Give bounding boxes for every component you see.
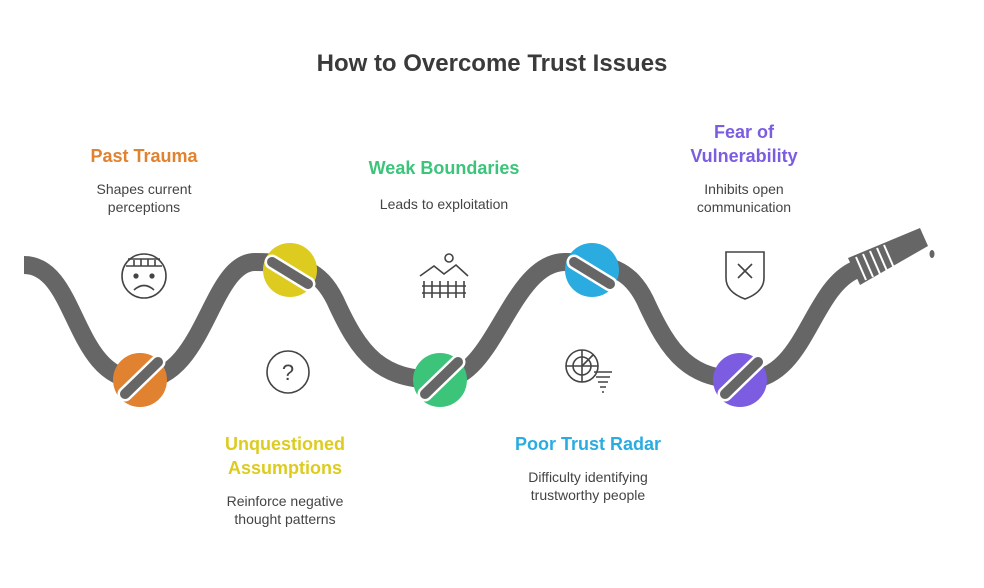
description-line: Shapes current <box>96 181 192 197</box>
heading-line: Past Trauma <box>90 146 198 166</box>
heading-line: Assumptions <box>227 458 342 478</box>
item-heading-unquestioned-assumptions: Unquestioned Assumptions <box>185 432 385 480</box>
item-description-unquestioned-assumptions: Reinforce negative thought patterns <box>185 492 385 528</box>
description-line: communication <box>696 199 792 215</box>
item-heading-weak-boundaries: Weak Boundaries <box>344 156 544 180</box>
heading-line: Fear of <box>713 122 774 142</box>
radar-tornado-icon <box>565 349 612 393</box>
description-line: trustworthy people <box>530 487 646 503</box>
item-heading-poor-trust-radar: Poor Trust Radar <box>488 432 688 456</box>
knot-green <box>413 353 467 407</box>
svg-text:?: ? <box>282 360 294 385</box>
description-line: perceptions <box>107 199 181 215</box>
heading-line: Vulnerability <box>690 146 798 166</box>
knot-purple <box>713 353 767 407</box>
knot-yellow <box>263 243 317 297</box>
description-line: Difficulty identifying <box>528 469 648 485</box>
shield-x-icon <box>725 251 765 300</box>
nozzle-icon <box>848 228 935 285</box>
item-heading-fear-of-vulnerability: Fear of Vulnerability <box>644 120 844 168</box>
item-description-weak-boundaries: Leads to exploitation <box>344 195 544 213</box>
item-heading-past-trauma: Past Trauma <box>44 144 244 168</box>
fence-landscape-icon <box>419 253 469 298</box>
knot-orange <box>113 353 167 407</box>
diagram-title: How to Overcome Trust Issues <box>316 50 668 77</box>
description-line: thought patterns <box>234 511 336 527</box>
heading-line: Unquestioned <box>225 434 345 454</box>
item-description-past-trauma: Shapes current perceptions <box>44 180 244 216</box>
heading-line: Weak Boundaries <box>368 158 520 178</box>
description-line: Inhibits open <box>704 181 784 197</box>
heading-line: Poor Trust Radar <box>514 434 662 454</box>
sad-bandaged-face-icon <box>121 253 167 299</box>
knot-blue <box>565 243 619 297</box>
item-description-fear-of-vulnerability: Inhibits open communication <box>644 180 844 216</box>
description-line: Leads to exploitation <box>379 196 509 212</box>
description-line: Reinforce negative <box>226 493 344 509</box>
item-description-poor-trust-radar: Difficulty identifying trustworthy peopl… <box>488 468 688 504</box>
question-mark-icon: ? <box>266 350 310 394</box>
